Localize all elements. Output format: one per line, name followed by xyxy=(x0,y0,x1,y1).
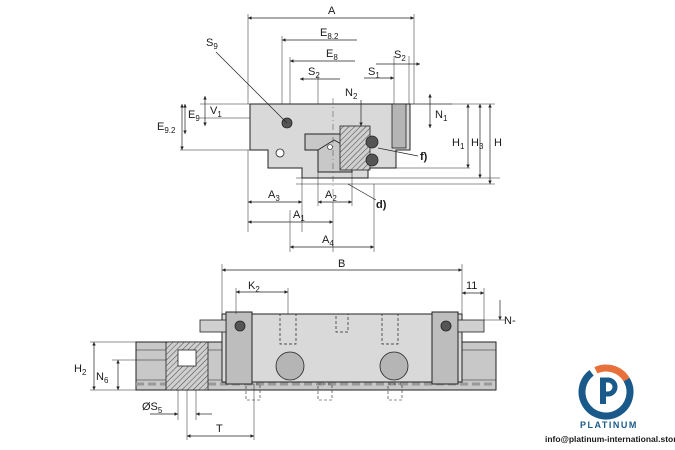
side-view-labels: B K2 11 N- H2 N6 ØS5 T xyxy=(74,258,516,435)
svg-text:S9: S9 xyxy=(206,37,218,51)
label-T: T xyxy=(216,423,223,435)
svg-text:ØS5: ØS5 xyxy=(142,401,163,415)
label-E8: E xyxy=(326,48,333,60)
svg-text:E9: E9 xyxy=(188,109,200,123)
svg-text:N6: N6 xyxy=(96,371,109,385)
label-d: d) xyxy=(376,199,387,211)
rail-bolt-left xyxy=(275,351,305,381)
label-H2: H xyxy=(74,363,82,375)
label-S5: ØS xyxy=(142,401,158,413)
svg-text:A1: A1 xyxy=(293,209,305,223)
label-B: B xyxy=(338,258,345,270)
front-view xyxy=(249,98,500,202)
front-view-dimensions xyxy=(180,14,495,252)
bolt-hole-right xyxy=(391,103,407,149)
label-11: 11 xyxy=(466,280,477,292)
svg-text:A: A xyxy=(328,5,336,17)
rail-bolt-right xyxy=(379,351,409,381)
svg-text:A4: A4 xyxy=(322,234,334,248)
label-N1: N xyxy=(435,109,443,121)
svg-text:H2: H2 xyxy=(74,363,87,377)
label-E8-2: E xyxy=(320,27,327,39)
svg-text:N1: N1 xyxy=(435,109,448,123)
label-H1: H xyxy=(452,137,460,149)
svg-text:S1: S1 xyxy=(368,66,380,80)
label-A2: A xyxy=(325,189,333,201)
label-K2: K xyxy=(248,280,256,292)
svg-text:K2: K2 xyxy=(248,280,260,294)
ball-lower xyxy=(365,153,379,167)
svg-text:S2: S2 xyxy=(308,66,320,80)
label-V1: V xyxy=(210,105,218,117)
svg-text:V1: V1 xyxy=(210,105,222,119)
label-N-right: N- xyxy=(504,315,516,327)
svg-text:E9.2: E9.2 xyxy=(157,121,176,135)
label-H3: H xyxy=(471,137,479,149)
label-H: H xyxy=(494,137,502,149)
label-N2: N xyxy=(345,87,353,99)
recirculation-section xyxy=(339,125,371,171)
label-S2-left: S xyxy=(308,66,315,78)
brand-logo: PLATINUM info@platinum-international.sto… xyxy=(545,364,675,444)
side-view-dimensions xyxy=(90,264,506,440)
svg-text:E8.2: E8.2 xyxy=(320,27,339,41)
label-A4: A xyxy=(322,234,330,246)
label-N6: N xyxy=(96,371,104,383)
label-E9: E xyxy=(188,109,195,121)
svg-text:A2: A2 xyxy=(325,189,337,203)
label-E9-2: E xyxy=(157,121,164,133)
svg-text:A3: A3 xyxy=(268,189,280,203)
svg-text:S2: S2 xyxy=(394,49,406,63)
label-A: A xyxy=(328,5,336,17)
label-S1: S xyxy=(368,66,375,78)
svg-text:H3: H3 xyxy=(471,137,484,151)
carriage-body-side xyxy=(221,313,463,383)
front-view-labels: A E8.2 E8 S9 S2 S2 S1 N2 N1 V1 E9 E9.2 H… xyxy=(157,5,502,248)
label-S2-right: S xyxy=(394,49,401,61)
label-f: f) xyxy=(420,151,428,163)
lube-nipple-left xyxy=(234,320,246,332)
label-S9: S xyxy=(206,37,213,49)
lube-nipple-right xyxy=(440,320,452,332)
ball-upper xyxy=(365,135,379,149)
brand-name: PLATINUM xyxy=(580,420,638,430)
svg-text:N2: N2 xyxy=(345,87,358,101)
svg-text:H1: H1 xyxy=(452,137,465,151)
svg-text:H: H xyxy=(494,137,502,149)
side-view xyxy=(135,311,497,401)
label-A3: A xyxy=(268,189,276,201)
label-A1: A xyxy=(293,209,301,221)
contact-email: info@platinum-international.store xyxy=(545,434,675,444)
svg-text:E8: E8 xyxy=(326,48,338,62)
